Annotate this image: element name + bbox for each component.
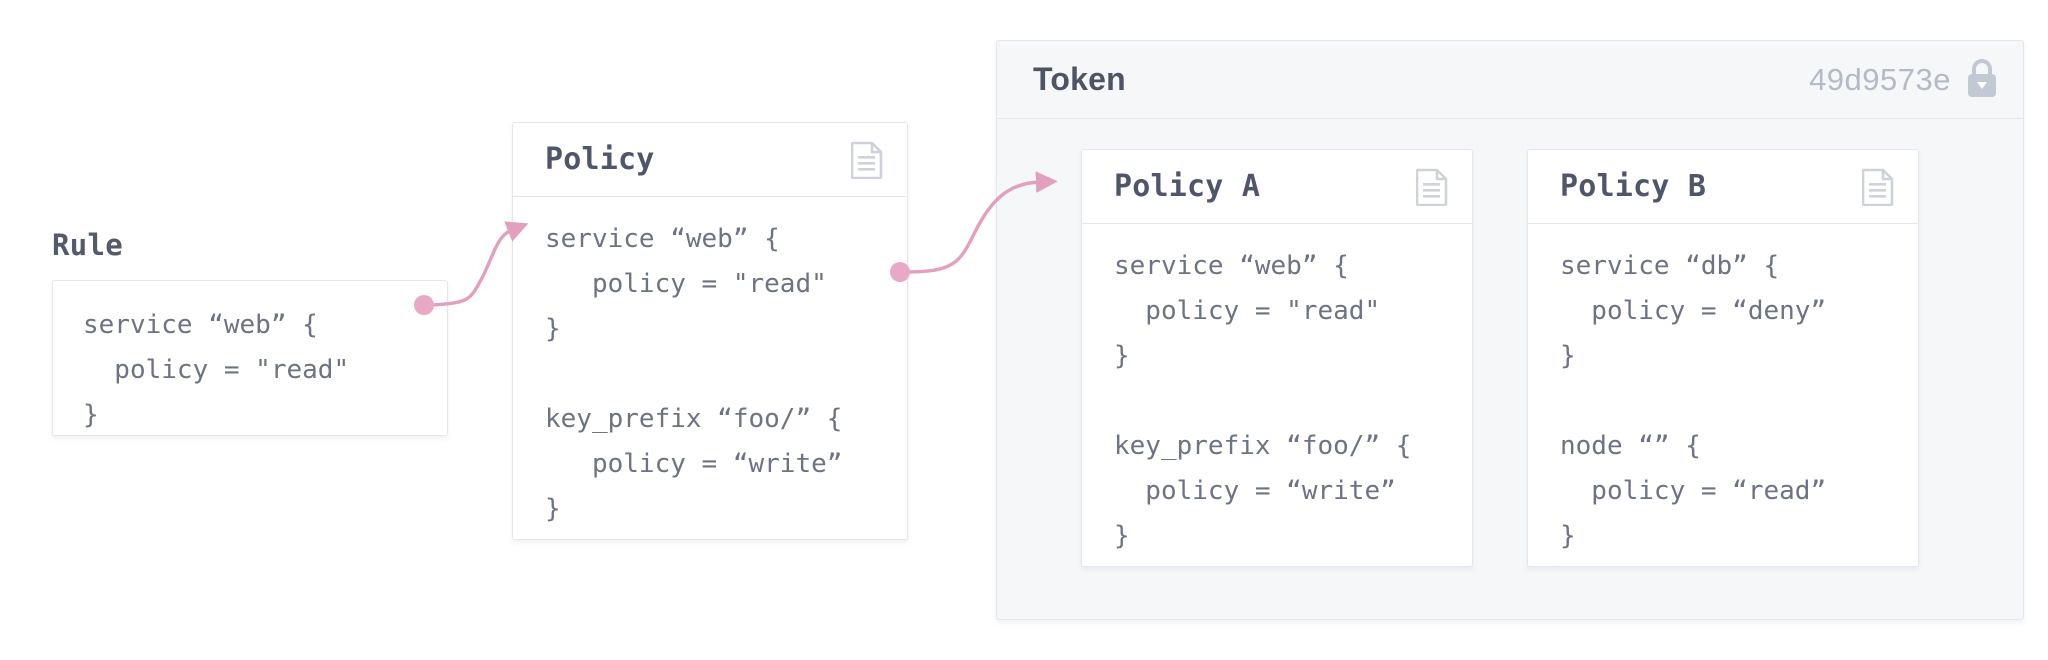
token-header: Token 49d9573e (997, 41, 2023, 119)
policy-a-header: Policy A (1082, 150, 1472, 224)
token-title: Token (1033, 61, 1126, 97)
document-icon (1416, 168, 1448, 206)
policy-a-card[interactable]: Policy A service “web” { policy = "read"… (1081, 149, 1473, 567)
lock-icon (1965, 57, 1999, 103)
policy-b-title: Policy B (1560, 169, 1707, 204)
rule-label: Rule (52, 228, 124, 262)
policy-a-title: Policy A (1114, 169, 1261, 204)
document-icon (851, 141, 883, 179)
policy-card-header: Policy (513, 123, 907, 197)
token-meta: 49d9573e (1809, 57, 1999, 103)
policy-card[interactable]: Policy service “web” { policy = "read" }… (512, 122, 908, 540)
policy-b-header: Policy B (1528, 150, 1918, 224)
token-id: 49d9573e (1809, 61, 1951, 97)
document-icon (1862, 168, 1894, 206)
policy-card-title: Policy (545, 142, 655, 177)
rule-card[interactable]: service “web” { policy = "read" } (52, 280, 448, 436)
policy-b-card[interactable]: Policy B service “db” { policy = “deny” … (1527, 149, 1919, 567)
policy-code: service “web” { policy = "read" } key_pr… (545, 224, 843, 524)
token-panel[interactable]: Token 49d9573e Policy A (996, 40, 2024, 620)
policy-b-code: service “db” { policy = “deny” } node “”… (1560, 251, 1827, 551)
rule-code: service “web” { policy = "read" } (83, 310, 350, 430)
policy-a-code: service “web” { policy = "read" } key_pr… (1114, 251, 1412, 551)
